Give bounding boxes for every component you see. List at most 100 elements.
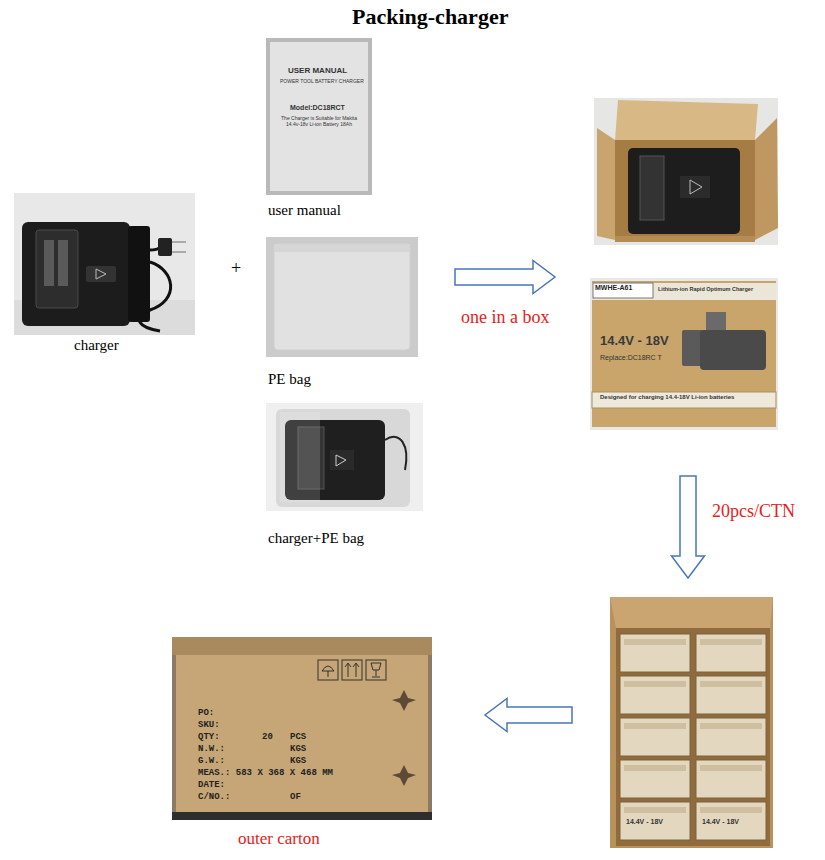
charger-photo-part (86, 266, 116, 282)
shipping-carton-photo-part (624, 723, 686, 729)
manual-print: USER MANUAL (288, 66, 347, 75)
open-box-photo-part (690, 180, 702, 194)
shipping-carton-photo-part (620, 676, 690, 714)
charger-photo-part (158, 238, 172, 256)
manual-print: POWER TOOL BATTERY CHARGER (280, 79, 364, 85)
shipping-carton-photo-part (624, 681, 686, 687)
outer-carton-photo-part (342, 660, 362, 680)
plus-sign: + (231, 258, 241, 279)
charger-photo-part (14, 193, 195, 335)
outer-carton-photo-part (376, 670, 377, 676)
carton-marking: SKU: (198, 720, 220, 730)
open-box-photo-part (680, 176, 710, 198)
printed-box-photo-part (592, 281, 776, 427)
shipping-carton-photo-part (700, 723, 762, 729)
pe-bag-photo-part (274, 244, 410, 350)
charger-photo-panel: charger (14, 193, 195, 358)
shipping-carton-photo-part (620, 760, 690, 798)
carton-marking: DATE: (198, 780, 225, 790)
carton-marking: KGS (290, 744, 306, 754)
caption: charger (74, 337, 119, 354)
printed-box-photo-part (592, 283, 776, 300)
bagged-charger-photo-part (266, 403, 423, 511)
shipping-carton-photo-part (696, 760, 766, 798)
charger-photo-part (128, 226, 150, 322)
edge-label: one in a box (461, 307, 549, 328)
shipping-carton-photo-part (696, 634, 766, 672)
carton-marking: N.W.: (198, 744, 225, 754)
manual-photo-panel: user manual (266, 38, 376, 221)
carton-marking: PCS (290, 732, 306, 742)
outer-carton-photo-part (372, 677, 380, 678)
outer-carton-photo-part (176, 652, 428, 812)
charger-photo-part (22, 222, 130, 326)
outer-carton-photo-part (345, 663, 351, 667)
outer-carton-photo-part (172, 637, 432, 820)
shipping-carton-photo-part (620, 802, 690, 840)
shipping-carton-photo-part (696, 802, 766, 840)
caption: user manual (268, 202, 341, 219)
carton-marking: C/NO.: (198, 792, 230, 802)
shipping-carton-photo-part (700, 681, 762, 687)
pe-bag-photo-part (274, 244, 410, 252)
shipping-carton-photo-part (700, 639, 762, 645)
box-print: Lithium-ion Rapid Optimum Charger (658, 286, 753, 292)
open-box-photo-part (640, 156, 664, 220)
outer-carton-photo-part (318, 660, 338, 680)
bagged-charger-photo-part (336, 455, 346, 466)
charger-photo-part (172, 251, 186, 253)
shipping-carton-photo-part (620, 634, 690, 672)
outer-carton-photo-part (172, 812, 432, 820)
shipping-carton-photo-part (700, 765, 762, 771)
outer-carton-photo-part (366, 660, 386, 680)
title: Packing-charger (352, 4, 508, 29)
outer-carton-photo-part (392, 690, 416, 711)
bagged-charger-panel: charger+PE bag (266, 403, 426, 549)
shipping-carton-photo-part (620, 718, 690, 756)
carton-marking: QTY: (198, 732, 220, 742)
bagged-charger-photo-part (276, 409, 410, 507)
shipping-carton-photo (610, 597, 773, 848)
shipping-carton-panel: 14.4V - 18V14.4V - 18V (610, 597, 773, 848)
charger-photo-part (172, 241, 186, 243)
box-print: 14.4V - 18V (600, 334, 669, 349)
pe-bag-photo-part (266, 237, 418, 357)
charger-photo-part (96, 269, 106, 279)
pe-bag-photo-panel: PE bag (266, 237, 421, 390)
shipping-carton-photo-part (610, 597, 773, 848)
block-arrow (672, 476, 705, 578)
outer-carton-photo-part (392, 765, 416, 786)
open-box-photo-part (597, 128, 615, 240)
outer-carton-photo-part (348, 664, 349, 677)
box-print: Designed for charging 14.4-18V Li-ion ba… (600, 394, 734, 401)
box-print: Replace:DC18RC T (600, 354, 662, 362)
carton-marking: OF (290, 792, 301, 802)
edge-label: 20pcs/CTN (712, 501, 795, 522)
carton-marking: PO: (198, 708, 214, 718)
manual-print: The Charger is Suitable for Makita 14.4v… (276, 116, 362, 128)
outer-carton-photo-part (322, 666, 334, 671)
gift-box-panel: MWHE-A61 Lithium-ion Rapid Optimum Charge… (590, 98, 778, 430)
charger-photo-part (139, 262, 171, 331)
bagged-charger-photo-part (280, 412, 320, 502)
outer-carton-photo-part (371, 663, 381, 670)
shipping-carton-photo-part (624, 639, 686, 645)
printed-box-photo-part (590, 278, 778, 430)
outer-carton-photo (172, 637, 432, 820)
charger-photo-part (44, 240, 54, 286)
box-print: MWHE-A61 (595, 284, 632, 292)
manual-photo (266, 38, 372, 195)
shipping-carton-photo-part (700, 807, 762, 813)
manual-photo-part (266, 38, 372, 195)
open-box-photo-part (615, 100, 758, 140)
bagged-charger-photo-part (330, 450, 354, 470)
box-print: 14.4V - 18V (626, 818, 663, 826)
printed-box-photo-part (592, 392, 776, 408)
outer-carton-photo-part (328, 671, 329, 677)
carton-marking: 20 (262, 732, 273, 742)
shipping-carton-photo-part (624, 765, 686, 771)
open-box-photo-part (594, 98, 778, 245)
